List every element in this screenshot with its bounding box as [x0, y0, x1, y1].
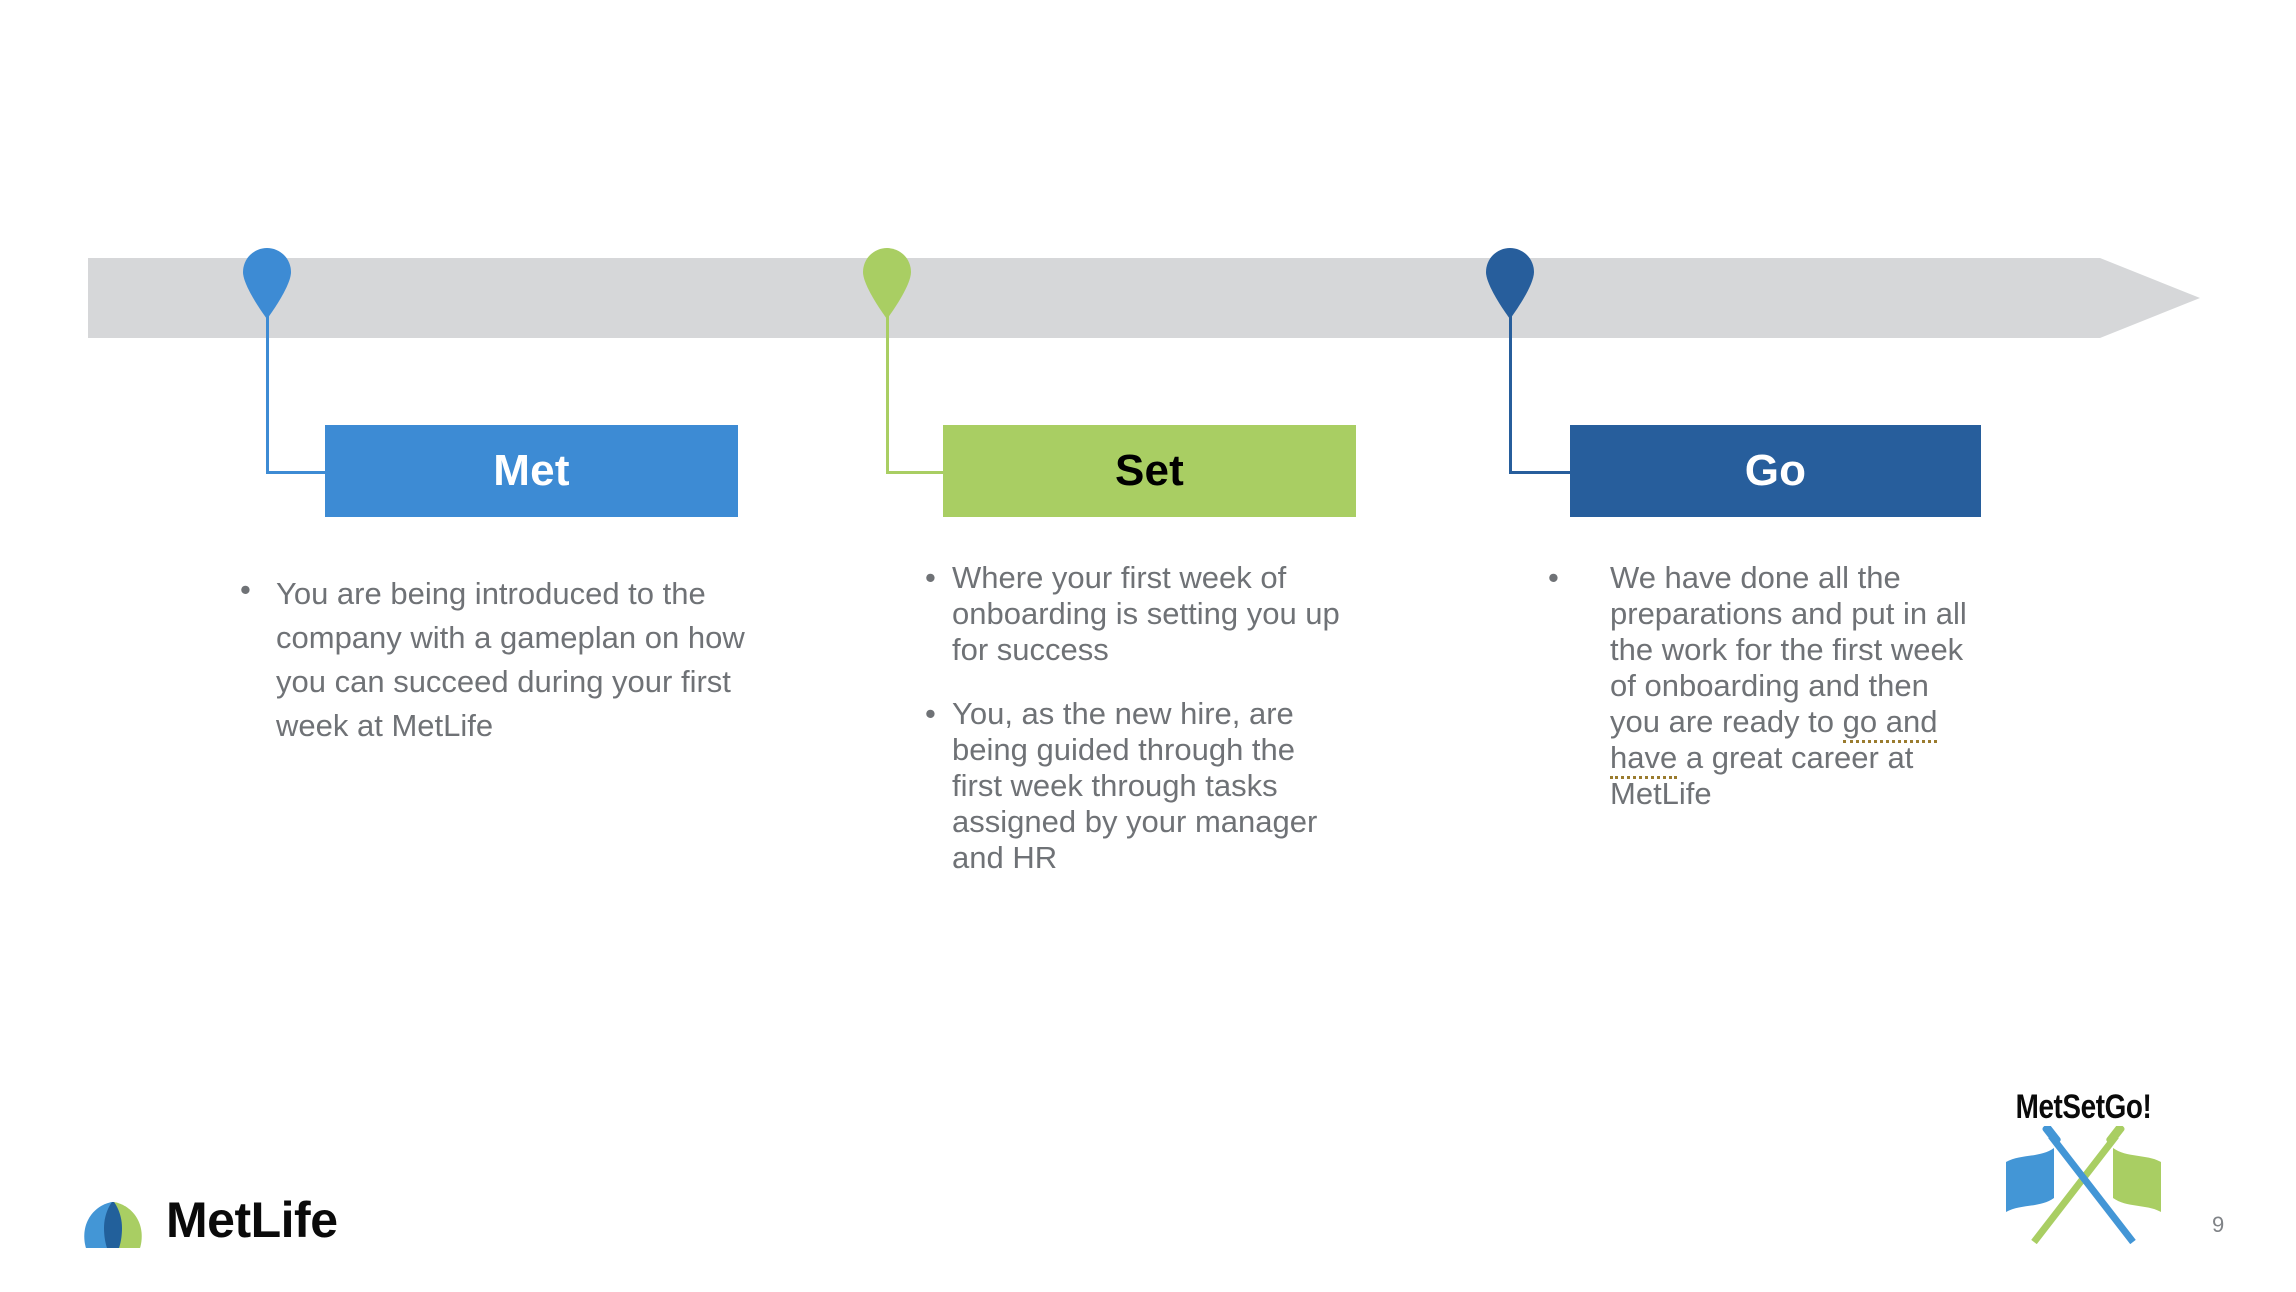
metlife-leaf-icon: [82, 1190, 144, 1250]
stage-body-met: • You are being introduced to the compan…: [240, 572, 750, 748]
bullet-icon: •: [1548, 560, 1559, 595]
list-item: • Where your first week of onboarding is…: [925, 560, 1345, 668]
stage-body-set: • Where your first week of onboarding is…: [925, 560, 1345, 904]
bullet-icon: •: [240, 572, 251, 607]
list-item-text-prefix: We have done all the preparations and pu…: [1610, 560, 1967, 739]
map-pin-icon-go: [1484, 245, 1536, 321]
metsetgo-wordmark: MetSetGo!: [2015, 1088, 2152, 1126]
crossed-flags-icon: [1996, 1126, 2171, 1244]
metlife-logo: MetLife: [82, 1190, 338, 1250]
bullet-icon: •: [925, 695, 936, 731]
stage-title-go-label: Go: [1744, 446, 1807, 495]
list-item: • You are being introduced to the compan…: [240, 572, 750, 748]
list-item-text: You, as the new hire, are being guided t…: [952, 695, 1318, 875]
list-item-text: We have done all the preparations and pu…: [1610, 560, 1968, 812]
list-item: • We have done all the preparations and …: [1548, 560, 1968, 812]
grammar-suggestion-text[interactable]: go and have: [1610, 703, 1938, 779]
bullet-icon: •: [925, 560, 936, 595]
stage-title-met-label: Met: [493, 446, 570, 495]
list-item-text-suffix: a great career at MetLife: [1610, 739, 1914, 811]
list-item-text: Where your first week of onboarding is s…: [952, 560, 1340, 667]
timeline-arrow-bar: [88, 258, 2200, 338]
stage-title-set-label: Set: [1114, 446, 1185, 495]
list-item: • You, as the new hire, are being guided…: [925, 696, 1345, 876]
map-pin-icon-set: [861, 245, 913, 321]
stage-title-met[interactable]: Met: [325, 425, 738, 517]
metsetgo-logo: MetSetGo!: [1996, 1090, 2171, 1250]
map-pin-icon-met: [241, 245, 293, 321]
list-item-text: You are being introduced to the company …: [276, 576, 745, 744]
slide-number: 9: [2212, 1212, 2225, 1237]
stage-title-go[interactable]: Go: [1570, 425, 1981, 517]
stage-title-set[interactable]: Set: [943, 425, 1356, 517]
metlife-wordmark: MetLife: [166, 1192, 338, 1248]
stage-body-go: • We have done all the preparations and …: [1548, 560, 1968, 812]
